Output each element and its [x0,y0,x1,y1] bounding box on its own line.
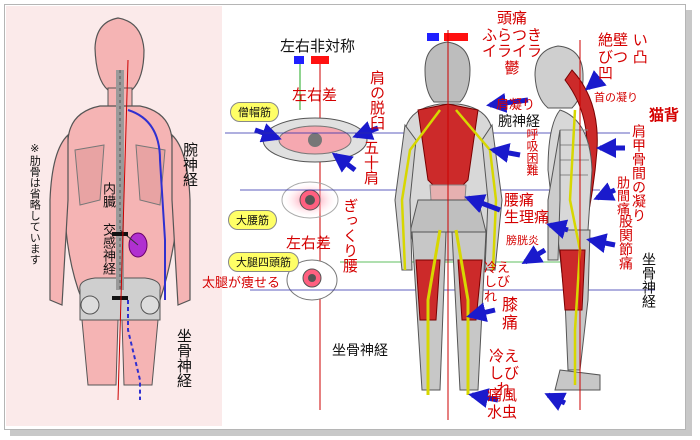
hunchback-label: 猫背 [649,106,680,124]
headache-label: 頭痛 [497,9,528,27]
frozen-shoulder-label: 五十肩 [362,140,380,185]
irritation-label: イライラ [482,42,543,60]
cold-numb-bottom-label: 冷え しびれ [488,347,519,398]
ribs-omitted-note: ※肋骨は省略しています [28,142,42,265]
shoulder-dislocation-label: 肩の脱臼 [368,70,386,130]
asymmetry-title: 左右非対称 [280,37,356,55]
hip-joint-label: 股関節痛 [617,214,633,270]
visceral-nerve-label: 内臓 交感神経 [100,182,115,275]
muscle-tag-trapezius: 僧帽筋 [230,102,279,122]
low-back-pain-group: 腰痛 生理痛 [504,192,549,225]
neck-stiff-label: 首の凝り [594,91,638,104]
muscle-tag-psoas: 大腰筋 [228,210,277,230]
arm-nerve-label: 腕神経 [181,142,199,187]
muscle-tag-quadriceps: 大腿四頭筋 [228,252,299,272]
interscapular-label: 肩甲骨間の凝り [630,124,646,222]
low-back-pain-label: 腰痛 [504,191,535,209]
skull-shape-label: 絶壁 いびつ 凸凹 [598,31,648,82]
depression-label: 鬱 [504,58,520,77]
cystitis-label: 膀胱炎 [506,234,539,247]
head-symptoms: 頭痛 ふらつき イライラ 鬱 [482,10,542,76]
right-figure [394,30,547,420]
intercostal-label: 肋間痛 [614,176,629,215]
sciatic-nerve-right-label: 坐骨神経 [332,343,388,359]
cold-numb-label: 冷え しびれ [484,261,511,305]
knee-pain-label: 膝痛 [502,295,519,332]
dizziness-label: ふらつき [482,25,543,44]
side-figure [534,40,625,411]
arm-nerve-right-label: 腕神経 [498,114,540,130]
back-strain-label: ぎっくり腰 [341,198,359,273]
stiff-shoulders-label: 肩凝り [496,98,536,113]
thigh-thin-label: 太腿が痩せる [202,276,281,291]
sciatic-nerve-side-label: 坐骨神経 [640,252,656,308]
sciatic-nerve-left-label: 坐骨神経 [175,328,193,388]
middle-panel [254,56,379,410]
left-figure [49,17,191,401]
breathing-difficulty-label: 呼吸困難 [525,128,539,176]
lr-diff-mid-label: 左右差 [286,234,332,252]
gout-label: 痛風 [487,386,518,404]
athletes-foot-label: 水虫 [487,403,518,421]
menstrual-pain-label: 生理痛 [504,207,550,226]
lr-diff-top-label: 左右差 [292,86,338,104]
